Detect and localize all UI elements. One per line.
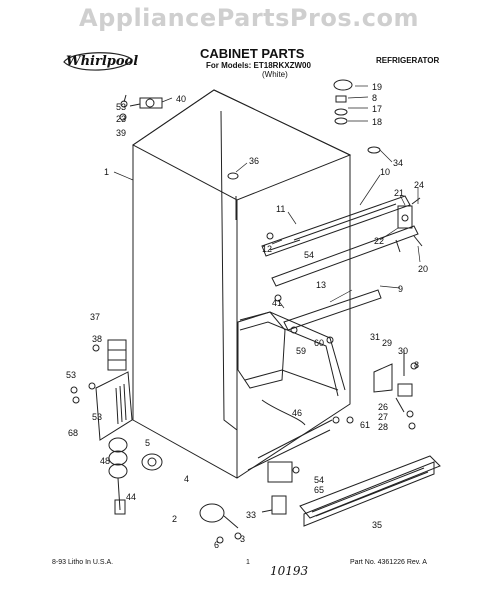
toe-grille bbox=[299, 455, 441, 527]
whirlpool-logo bbox=[63, 52, 133, 71]
callout-label: 29 bbox=[382, 338, 392, 348]
callout-label: 20 bbox=[418, 264, 428, 274]
watermark-text: AppliancePartsPros.com bbox=[79, 4, 419, 32]
callout-label: 33 bbox=[246, 510, 256, 520]
callout-label: 12 bbox=[262, 244, 272, 254]
callout-label: 10 bbox=[380, 167, 390, 177]
callout-label: 37 bbox=[90, 312, 100, 322]
callout-label: 19 bbox=[372, 82, 382, 92]
callout-label: 41 bbox=[272, 298, 282, 308]
footer-page-number: 1 bbox=[246, 559, 250, 566]
callout-label: 3 bbox=[240, 534, 245, 544]
callout-label: 53 bbox=[92, 412, 102, 422]
middle-hinge bbox=[395, 197, 423, 253]
callout-label: 36 bbox=[249, 156, 259, 166]
rail-assembly bbox=[261, 195, 419, 331]
callout-label: 23 bbox=[116, 114, 126, 124]
callout-label: 30 bbox=[398, 346, 408, 356]
handwritten-note: 10193 bbox=[270, 564, 309, 578]
callout-label: 4 bbox=[184, 474, 189, 484]
callout-label: 53 bbox=[116, 102, 126, 112]
top-hinge bbox=[123, 94, 163, 109]
callout-label: 31 bbox=[370, 332, 380, 342]
callout-label: 13 bbox=[316, 280, 326, 290]
page-title: CABINET PARTS bbox=[200, 46, 305, 61]
models-line: For Models: ET18RKXZW00 bbox=[206, 61, 311, 70]
callout-label: 26 bbox=[378, 402, 388, 412]
callout-label: 34 bbox=[393, 158, 403, 168]
callout-label: 9 bbox=[398, 284, 403, 294]
callout-label: 48 bbox=[100, 456, 110, 466]
callout-label: 1 bbox=[104, 167, 109, 177]
callout-label: 35 bbox=[372, 520, 382, 530]
callout-label: 27 bbox=[378, 412, 388, 422]
callout-label: 2 bbox=[172, 514, 177, 524]
callout-label: 59 bbox=[296, 346, 306, 356]
callout-label: 61 bbox=[360, 420, 370, 430]
leader-lines bbox=[113, 85, 421, 309]
color-note: (White) bbox=[262, 70, 288, 79]
power-cord bbox=[108, 437, 128, 515]
cabinet-outline bbox=[132, 89, 352, 479]
callout-label: 5 bbox=[145, 438, 150, 448]
screw-36 bbox=[227, 172, 239, 180]
leg-bracket bbox=[261, 495, 287, 515]
callout-label: 65 bbox=[314, 485, 324, 495]
callout-label: 40 bbox=[176, 94, 186, 104]
callout-label: 54 bbox=[304, 250, 314, 260]
callout-label: 53 bbox=[66, 370, 76, 380]
bottom-hinge bbox=[373, 350, 413, 413]
roller bbox=[141, 453, 163, 471]
callout-label: 44 bbox=[126, 492, 136, 502]
callout-label: 8 bbox=[414, 360, 419, 370]
cabinet-liner bbox=[237, 311, 346, 471]
misc-screws bbox=[70, 100, 418, 544]
footer-litho: 8-93 Litho In U.S.A. bbox=[52, 559, 114, 566]
defrost-drain bbox=[261, 399, 306, 426]
leveling-leg bbox=[199, 503, 239, 529]
brand-name: Whirlpool bbox=[66, 54, 139, 69]
callout-label: 60 bbox=[314, 338, 324, 348]
appliance-label: REFRIGERATOR bbox=[376, 56, 440, 65]
callout-label: 18 bbox=[372, 117, 382, 127]
callout-label: 6 bbox=[214, 540, 219, 550]
callout-label: 54 bbox=[314, 475, 324, 485]
callout-label: 68 bbox=[68, 428, 78, 438]
electrical-cover bbox=[95, 371, 133, 441]
callout-label: 28 bbox=[378, 422, 388, 432]
callout-label: 39 bbox=[116, 128, 126, 138]
drain-parts bbox=[267, 461, 300, 483]
callout-label: 46 bbox=[292, 408, 302, 418]
callout-label: 21 bbox=[394, 188, 404, 198]
callout-label: 22 bbox=[374, 236, 384, 246]
relay-assembly bbox=[107, 339, 127, 371]
callout-label: 8 bbox=[372, 93, 377, 103]
callout-label: 24 bbox=[414, 180, 424, 190]
footer-part-number: Part No. 4361226 Rev. A bbox=[350, 559, 427, 566]
callout-label: 17 bbox=[372, 104, 382, 114]
callout-label: 38 bbox=[92, 334, 102, 344]
callout-label: 11 bbox=[276, 204, 285, 214]
